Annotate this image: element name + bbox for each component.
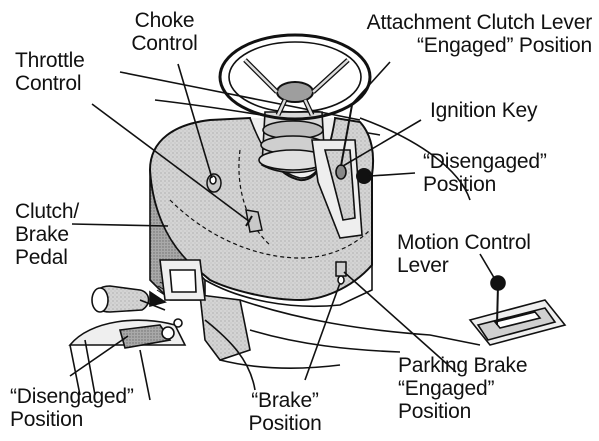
leader-lines [69,61,497,381]
motion-control-lever-line-1: Motion Control [397,231,531,254]
disengaged-right-line-1: “Disengaged” [423,150,547,173]
parking-brake-line-2: “Engaged” [398,377,495,400]
choke-control-line-1: Choke [134,9,195,32]
brake-position-label: “Brake” Position [230,389,340,435]
attachment-clutch-lever-line-1: Attachment Clutch Lever [366,11,593,34]
choke-control-line-2: Control [131,32,198,55]
brake-position-line-2: Position [248,412,322,435]
attachment-clutch-lever-line-2: “Engaged” Position [416,34,592,57]
disengaged-bottom-label: “Disengaged” Position [10,385,134,431]
parking-brake-lever [335,261,347,285]
parking-brake-label: Parking Brake “Engaged” Position [398,354,527,423]
choke-control-label: Choke Control [112,9,217,55]
throttle-control-line-2: Control [15,72,82,95]
throttle-control-label: Throttle Control [15,49,85,95]
ignition-key-line-1: Ignition Key [430,99,538,122]
disengaged-position-dot [356,168,372,184]
throttle-control-line-1: Throttle [15,49,85,72]
disengaged-bottom-line-1: “Disengaged” [10,385,134,408]
attachment-clutch-lever-label: Attachment Clutch Lever “Engaged” Positi… [264,11,593,57]
disengaged-bottom-line-2: Position [10,408,84,431]
floor-deck [204,299,481,391]
ignition-key-label: Ignition Key [430,99,538,122]
clutch-brake-pedal-label: Clutch/ Brake Pedal [15,200,79,269]
brake-position-line-1: “Brake” [251,389,319,412]
clutch-brake-pedal-line-3: Pedal [15,246,68,269]
motion-control-lever [468,275,567,346]
steering-column [258,111,328,174]
clutch-brake-pedal-line-2: Brake [15,223,69,246]
attachment-clutch-lever [311,104,363,239]
clutch-brake-pedal [68,259,206,401]
disengaged-right-line-2: Position [423,173,497,196]
clutch-brake-pedal-line-1: Clutch/ [15,200,79,223]
motion-control-lever-line-2: Lever [397,254,449,277]
parking-brake-line-3: Position [398,400,472,423]
disengaged-right-label: “Disengaged” Position [423,150,547,196]
choke-knob [206,173,222,193]
motion-control-lever-label: Motion Control Lever [397,231,531,277]
parking-brake-line-1: Parking Brake [398,354,528,377]
steering-wheel [218,33,372,121]
